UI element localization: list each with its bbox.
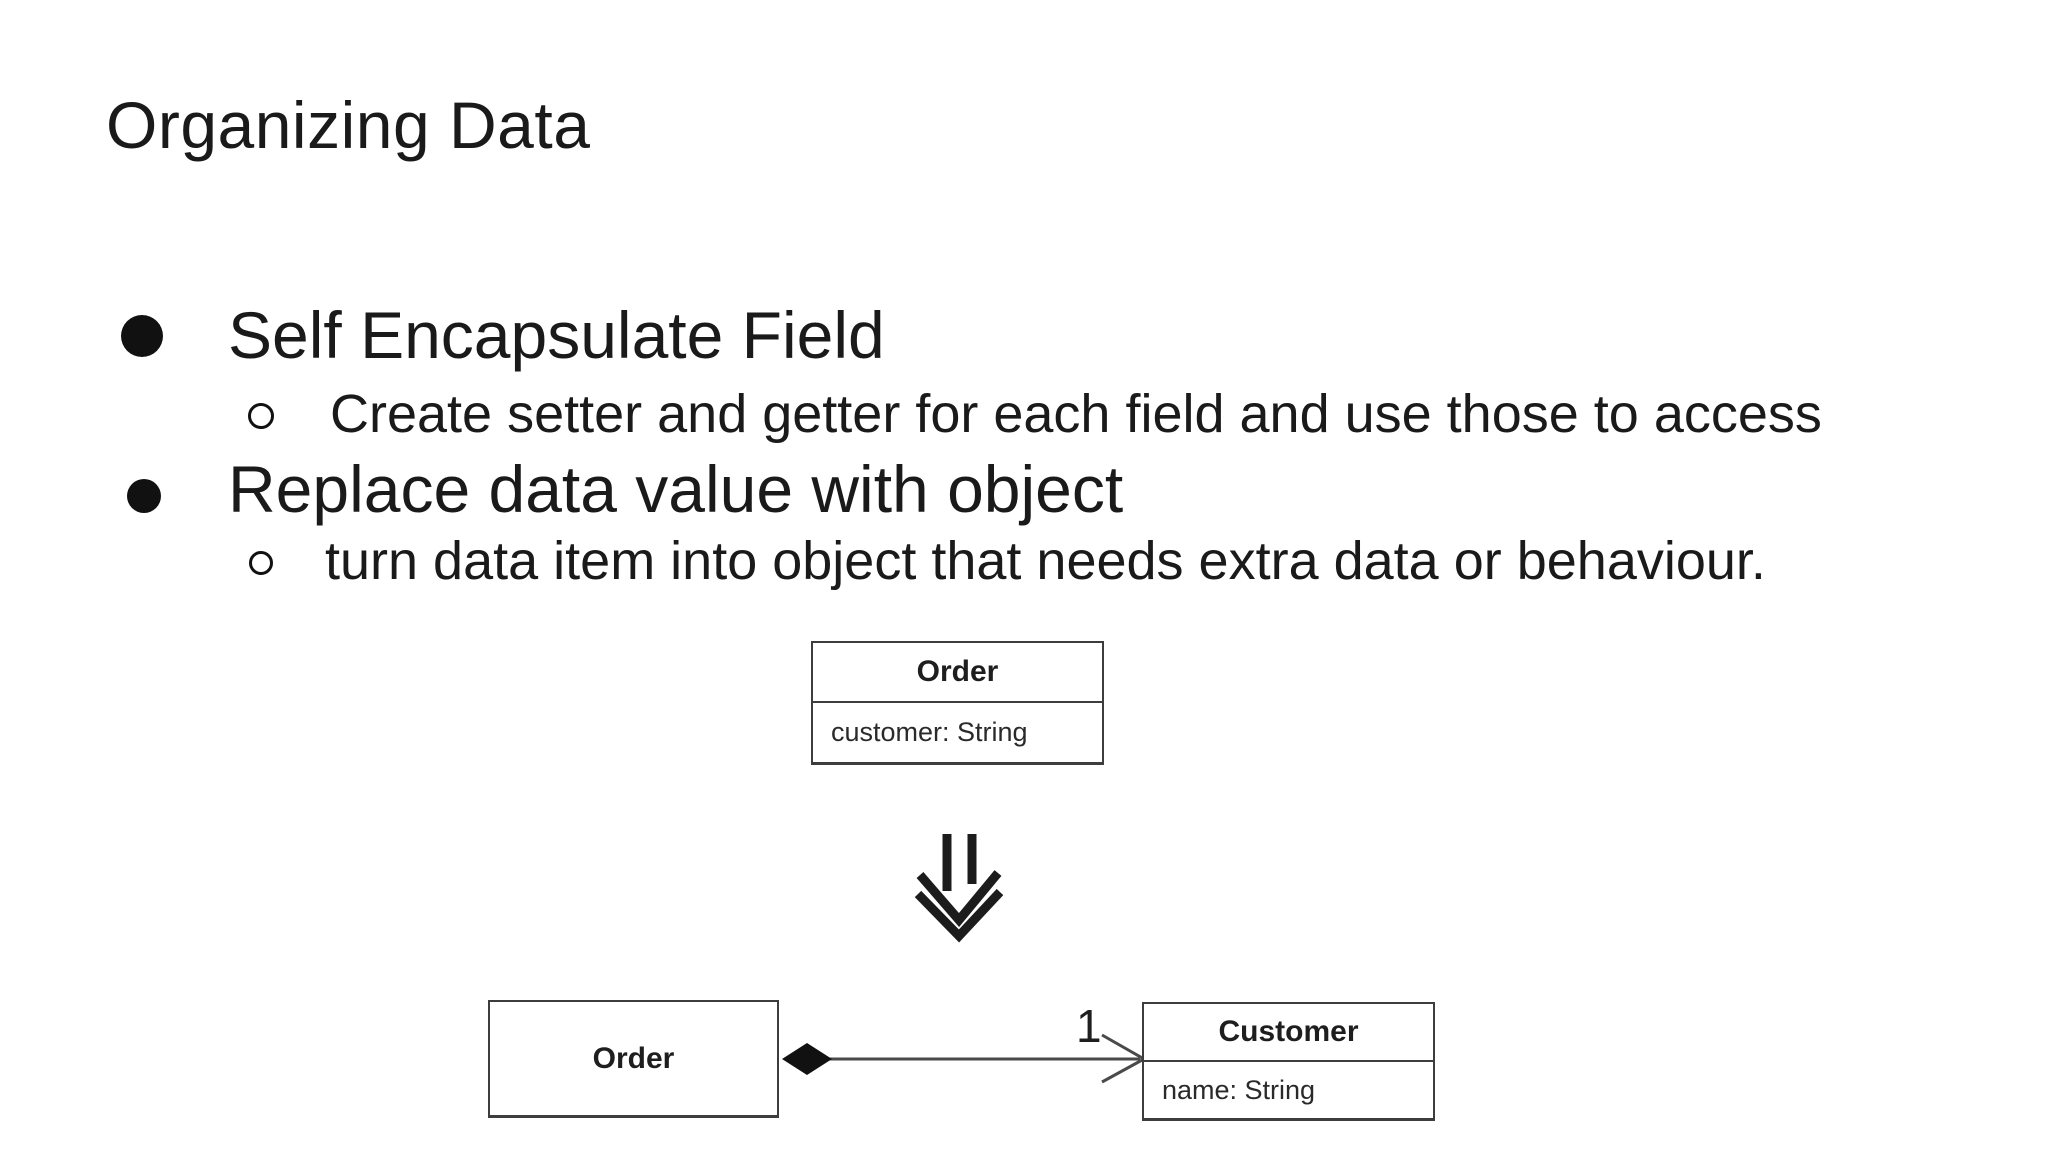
uml-class-customer: Customer name: String	[1142, 1002, 1435, 1121]
bullet-item-text: Create setter and getter for each field …	[330, 384, 1822, 444]
uml-class-attribute: customer: String	[831, 717, 1028, 747]
filled-bullet-icon	[121, 315, 163, 357]
uml-class-name: Customer	[1144, 1004, 1433, 1062]
double-down-arrow-icon	[914, 834, 1004, 943]
open-bullet-icon	[248, 403, 274, 429]
multiplicity-label: 1	[1076, 1000, 1102, 1052]
aggregation-diamond-icon	[782, 1043, 832, 1075]
uml-class-attribute: name: String	[1162, 1074, 1316, 1105]
filled-bullet-icon	[127, 479, 161, 513]
uml-class-name: Order	[813, 643, 1102, 703]
bullet-item-text: Self Encapsulate Field	[228, 298, 885, 372]
uml-class-name: Order	[592, 1041, 675, 1075]
bullet-item-text: Replace data value with object	[228, 452, 1124, 526]
open-bullet-icon	[249, 551, 273, 575]
uml-class-order-after: Order	[488, 1000, 779, 1118]
open-arrowhead-icon	[1101, 1033, 1148, 1084]
bullet-item-text: turn data item into object that needs ex…	[325, 531, 1766, 591]
uml-class-order-before: Order customer: String	[811, 641, 1104, 765]
slide-title: Organizing Data	[106, 88, 591, 162]
